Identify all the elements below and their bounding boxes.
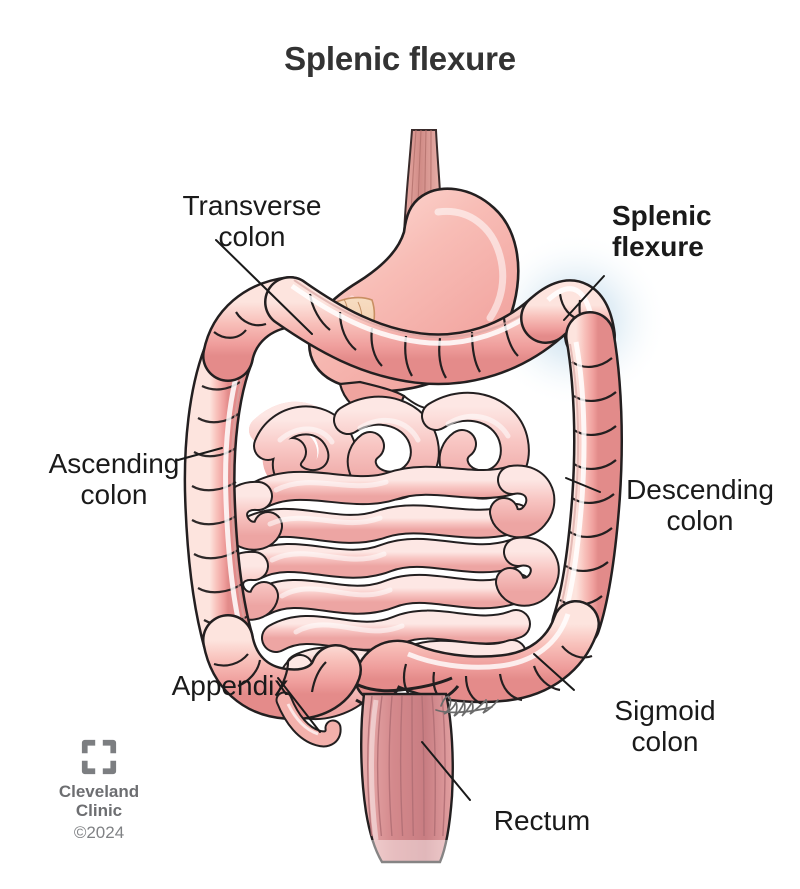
descending-colon	[551, 311, 623, 649]
leader-lines	[177, 239, 605, 801]
label-descending-colon: Descending colon	[626, 474, 774, 537]
artist-signature	[435, 695, 499, 717]
label-splenic-flexure: Splenic flexure	[612, 200, 712, 263]
label-sigmoid-colon: Sigmoid colon	[614, 695, 716, 758]
transverse-colon	[264, 276, 572, 386]
label-ascending-colon: Ascending colon	[48, 448, 180, 511]
label-rectum: Rectum	[493, 805, 591, 836]
leader-appendix	[277, 677, 321, 733]
appendix	[275, 691, 342, 748]
leader-splenic	[563, 275, 605, 321]
page-title: Splenic flexure	[284, 40, 516, 77]
label-appendix: Appendix	[171, 670, 289, 701]
cleveland-clinic-logo-icon	[81, 739, 117, 775]
leader-transverse	[215, 239, 313, 335]
copyright-notice: ©2024	[73, 823, 125, 843]
leader-descending	[565, 477, 601, 493]
leader-rectum	[421, 741, 471, 801]
label-transverse-colon: Transverse colon	[182, 190, 322, 253]
large-intestine	[183, 276, 623, 748]
cleveland-clinic-name: Cleveland Clinic	[58, 782, 140, 821]
cleveland-clinic-branding: Cleveland Clinic ©2024	[40, 738, 158, 843]
ascending-colon	[183, 330, 254, 666]
rectum	[356, 692, 460, 870]
leader-sigmoid	[533, 653, 575, 691]
sigmoid-colon	[354, 600, 600, 706]
leader-ascending	[177, 447, 223, 461]
